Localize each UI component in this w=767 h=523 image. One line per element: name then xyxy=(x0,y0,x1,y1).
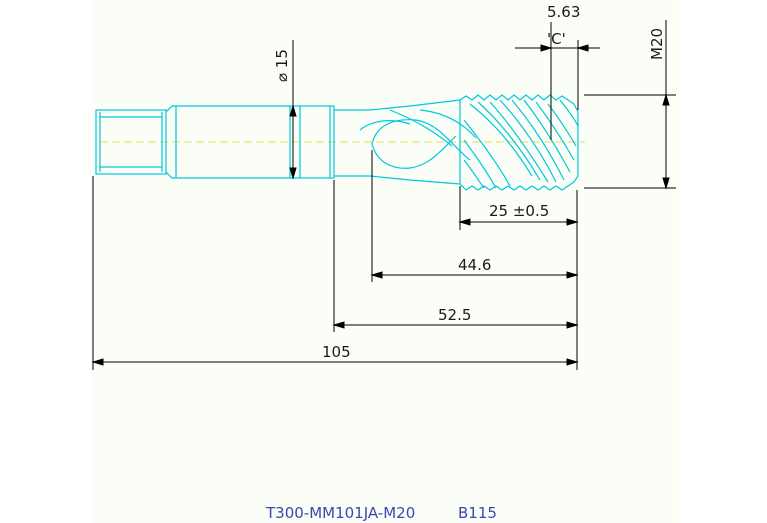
dim-chamfer-label: 'C' xyxy=(547,30,566,48)
part-number: T300-MM101JA-M20 xyxy=(265,504,415,522)
dim-body-length: 52.5 xyxy=(438,306,471,324)
dim-chamfer-top: 5.63 xyxy=(547,3,580,21)
tap-outline xyxy=(95,94,579,191)
dim-diameter: ⌀ 15 xyxy=(273,49,291,82)
part-code: B115 xyxy=(458,504,497,522)
drawing-panel xyxy=(91,0,679,523)
dim-thread-length: 25 ±0.5 xyxy=(489,202,549,220)
dim-thread-size: M20 xyxy=(648,28,666,60)
dim-flute-length: 44.6 xyxy=(458,256,491,274)
dimension-lines xyxy=(91,20,676,370)
dim-overall-length: 105 xyxy=(322,343,351,361)
